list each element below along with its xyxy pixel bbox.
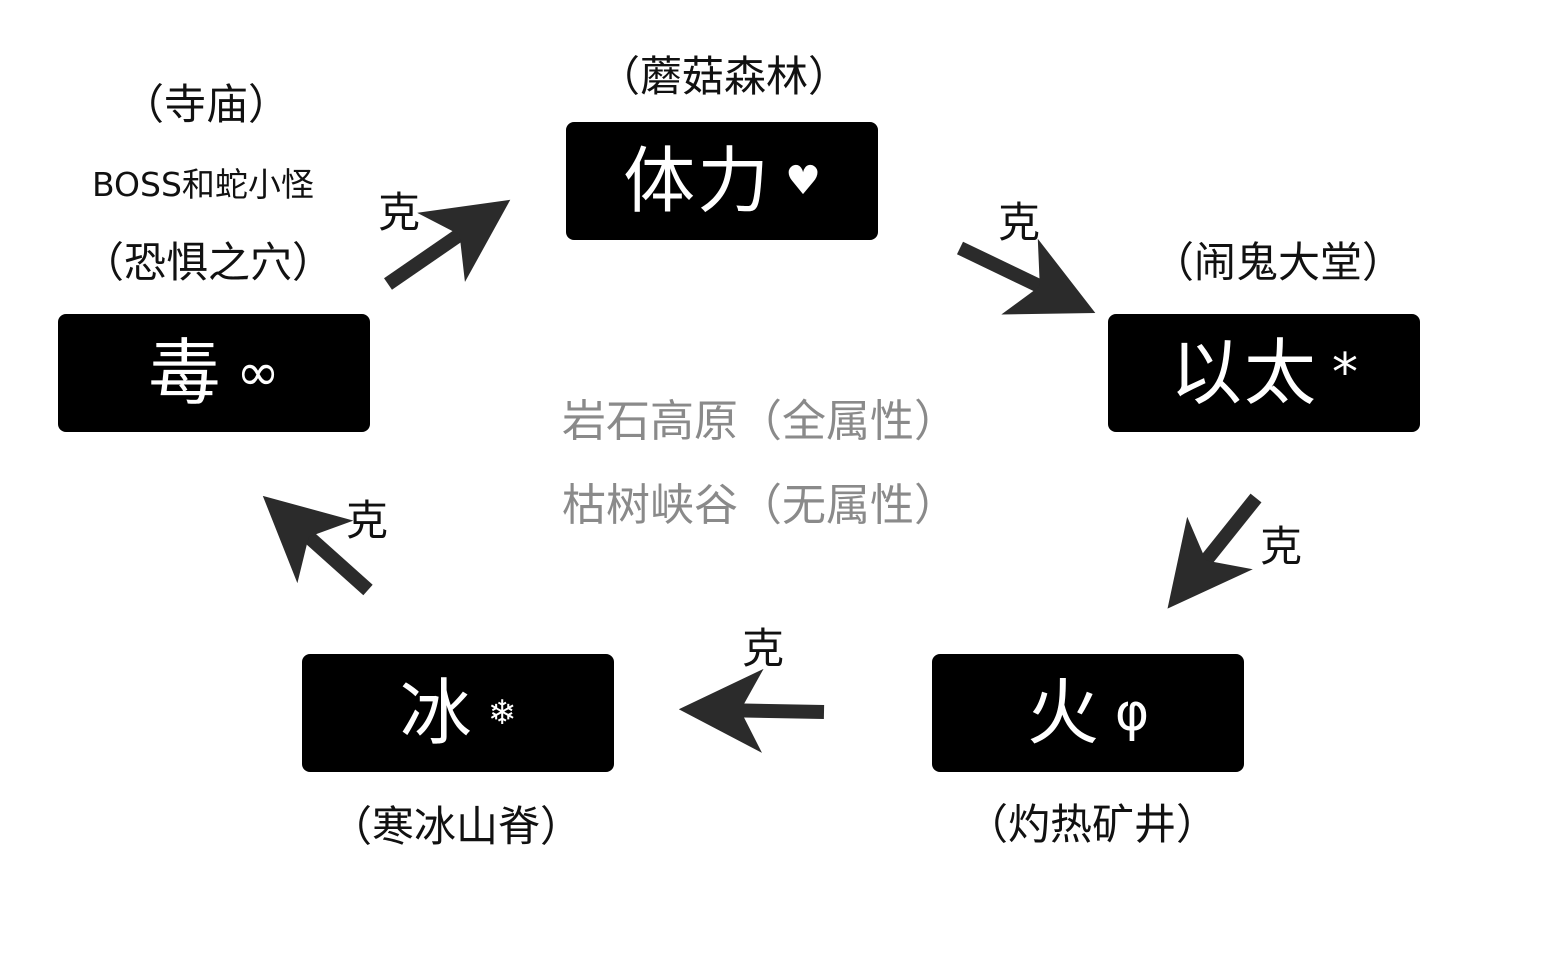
- ether-label: 以太: [1169, 331, 1318, 415]
- arrow-ice-to-poison: [262, 495, 373, 596]
- center-line-1: 岩石高原（全属性）: [562, 396, 958, 447]
- stamina-node: 体力 ♥: [566, 122, 878, 240]
- fire-label: 火: [1026, 671, 1101, 755]
- ice-node: 冰 ❄: [302, 654, 614, 772]
- relation-label-poison-stamina: 克: [378, 188, 421, 237]
- relation-label-stamina-ether: 克: [998, 198, 1041, 247]
- poison-label: 毒: [148, 331, 223, 415]
- poison-place-label: （恐惧之穴）: [82, 238, 335, 287]
- ether-place-label: （闹鬼大堂）: [1152, 238, 1405, 287]
- ice-place-label: （寒冰山脊）: [330, 802, 583, 851]
- relation-label-ether-fire: 克: [1260, 522, 1303, 571]
- temple-note: BOSS和蛇小怪: [92, 165, 314, 204]
- asterisk-icon: *: [1332, 343, 1358, 403]
- ether-node: 以太 *: [1108, 314, 1420, 432]
- stamina-label: 体力: [623, 139, 772, 223]
- arrow-stamina-to-ether: [956, 238, 1096, 315]
- fire-node: 火 φ: [932, 654, 1244, 772]
- infinity-icon: ∞: [236, 343, 280, 403]
- ice-label: 冰: [399, 671, 474, 755]
- stamina-place-label: （蘑菇森林）: [598, 52, 851, 101]
- arrow-poison-to-stamina: [384, 199, 511, 290]
- phi-icon: φ: [1114, 683, 1150, 743]
- heart-icon: ♥: [785, 158, 821, 204]
- relation-label-fire-ice: 克: [742, 624, 785, 673]
- arrow-fire-to-ice: [678, 668, 825, 753]
- poison-node: 毒 ∞: [58, 314, 370, 432]
- temple-place-label: （寺庙）: [122, 80, 291, 129]
- arrow-ether-to-fire: [1167, 493, 1262, 609]
- relation-label-ice-poison: 克: [346, 496, 389, 545]
- fire-place-label: （灼热矿井）: [966, 800, 1219, 849]
- snowflake-icon: ❄: [487, 693, 517, 733]
- center-line-2: 枯树峡谷（无属性）: [562, 480, 958, 531]
